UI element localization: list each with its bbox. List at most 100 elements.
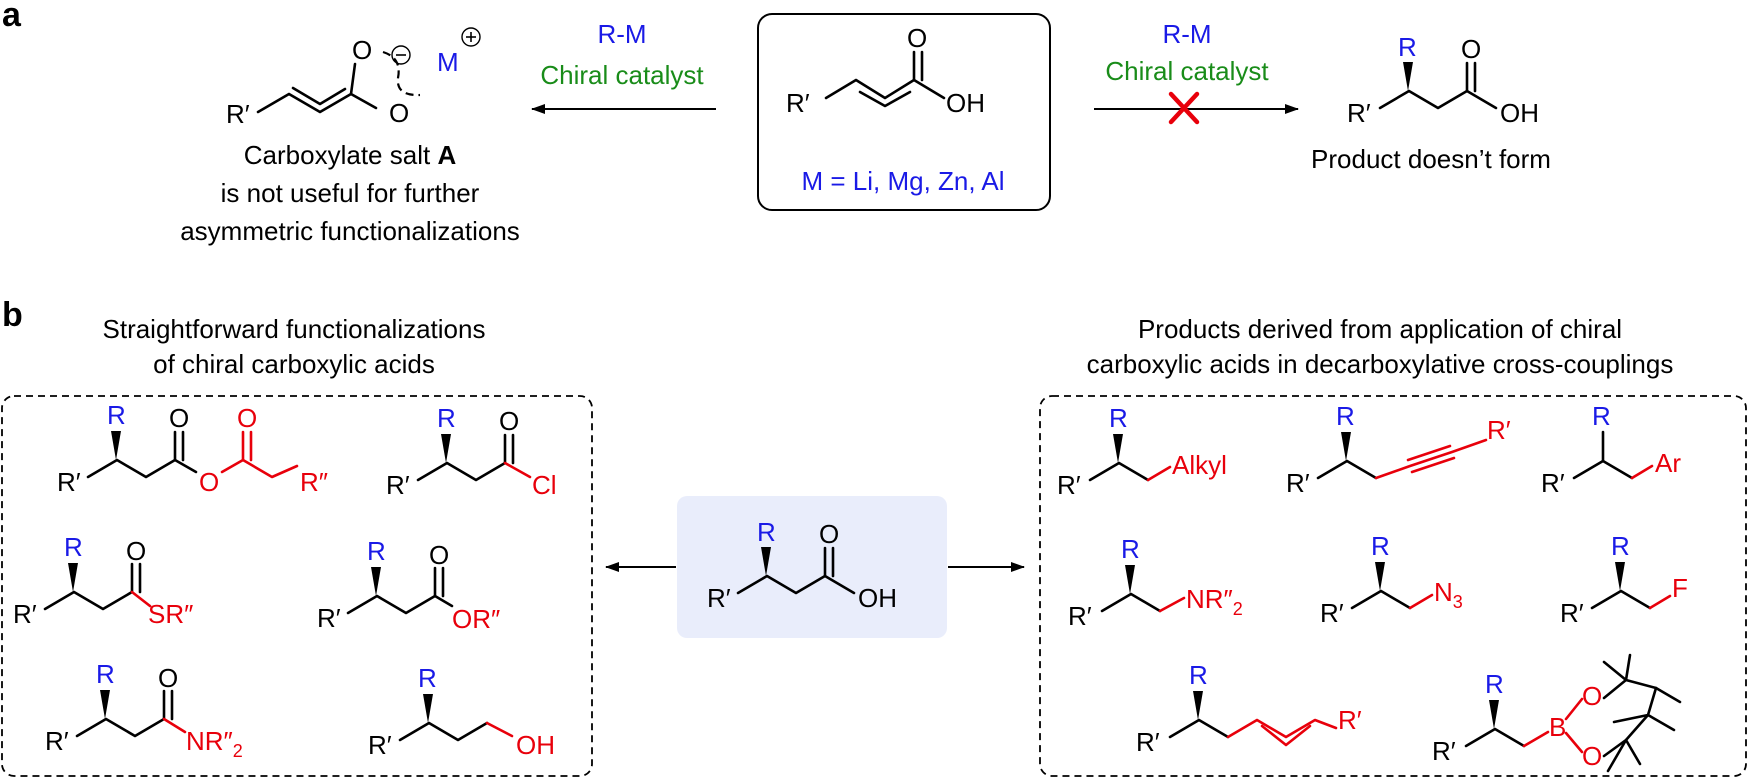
amine-r-prime: R′ [1068, 601, 1092, 631]
fluoride-f: F [1672, 573, 1688, 603]
anhydride-o1: O [169, 403, 189, 433]
thioester-sr: SR″ [148, 599, 193, 629]
acid-o: O [819, 519, 839, 549]
alcohol-structure: R R′ OH [368, 663, 555, 760]
right-heading-line2: carboxylic acids in decarboxylative cros… [1087, 349, 1674, 379]
amine-nr2: NR″2 [1186, 584, 1243, 619]
right-dashed-box [1039, 395, 1747, 777]
azide-product-structure: R R′ N3 [1320, 531, 1463, 628]
ester-o: O [429, 540, 449, 570]
aryl-ar: Ar [1655, 448, 1681, 478]
fluoride-product-structure: R R′ F [1560, 531, 1688, 628]
left-heading-line1: Straightforward functionalizations [103, 314, 486, 344]
boronate-b: B [1549, 712, 1566, 742]
aryl-r: R [1592, 401, 1611, 431]
aryl-product-structure: R R′ Ar [1541, 401, 1681, 498]
fluoride-r-prime: R′ [1560, 598, 1584, 628]
product-caption: Product doesn’t form [1311, 144, 1551, 174]
azide-n3: N3 [1434, 577, 1463, 612]
alcohol-r: R [418, 663, 437, 693]
thioester-r-prime: R′ [13, 599, 37, 629]
alkyne-r-prime-end: R′ [1487, 415, 1511, 445]
anhydride-r: R [107, 400, 126, 430]
atom-o: O [907, 23, 927, 53]
anhydride-o2: O [199, 467, 219, 497]
acid-chloride-structure: R R′ O Cl [386, 403, 557, 500]
boronate-r: R [1485, 669, 1504, 699]
alkene-r-prime: R′ [1136, 727, 1160, 757]
cinnamic-acid-structure: R′ O OH [786, 23, 985, 118]
anhydride-r-dprime: R″ [300, 467, 328, 497]
acid-r-prime: R′ [707, 583, 731, 613]
panel-label-b: b [2, 296, 23, 334]
reactant-box [757, 13, 1051, 211]
boronate-o2: O [1582, 741, 1602, 771]
chiral-acid-structure: R R′ O OH [707, 517, 897, 613]
thioester-r: R [64, 532, 83, 562]
right-heading-line1: Products derived from application of chi… [1138, 314, 1622, 344]
salt-metal: M [437, 47, 459, 77]
left-dashed-box [1, 395, 593, 777]
carboxylate-salt-structure: R′ O O M [226, 27, 481, 129]
salt-caption-line2: is not useful for further [221, 178, 480, 208]
aryl-r-prime: R′ [1541, 468, 1565, 498]
amide-structure: R R′ O NR″2 [45, 659, 243, 761]
alkyne-r-prime: R′ [1286, 468, 1310, 498]
ester-or: OR″ [452, 604, 500, 634]
alkyne-r: R [1336, 401, 1355, 431]
chloride-o: O [499, 406, 519, 436]
alkene-r: R [1189, 660, 1208, 690]
chloride-r-prime: R′ [386, 470, 410, 500]
product-r-prime: R′ [1347, 98, 1371, 128]
amine-product-structure: R R′ NR″2 [1068, 534, 1243, 631]
ester-r-prime: R′ [317, 603, 341, 633]
salt-caption-line3: asymmetric functionalizations [180, 216, 520, 246]
chloride-r: R [437, 403, 456, 433]
anhydride-structure: R R′ O O O R″ [57, 400, 328, 497]
azide-r: R [1371, 531, 1390, 561]
chloride-cl: Cl [532, 470, 557, 500]
boronate-r-prime: R′ [1432, 736, 1456, 766]
positive-charge-icon [461, 27, 481, 47]
amide-r: R [96, 659, 115, 689]
thioester-o: O [126, 536, 146, 566]
atom-oh: OH [946, 88, 985, 118]
left-heading-line2: of chiral carboxylic acids [153, 349, 435, 379]
salt-caption-line1: Carboxylate salt A [244, 140, 457, 170]
alkyne-product-structure: R R′ R′ [1286, 401, 1511, 498]
metal-list: M = Li, Mg, Zn, Al [801, 166, 1004, 196]
alkyl-group: Alkyl [1172, 450, 1227, 480]
atom-r-prime: R′ [786, 88, 810, 118]
amide-nr2: NR″2 [186, 726, 243, 761]
left-reagent: R-M [597, 19, 646, 49]
right-reagent: R-M [1162, 19, 1211, 49]
azide-r-prime: R′ [1320, 598, 1344, 628]
salt-o-bottom: O [389, 98, 409, 128]
amine-r: R [1121, 534, 1140, 564]
right-catalyst: Chiral catalyst [1105, 56, 1269, 86]
salt-r-prime: R′ [226, 99, 250, 129]
alkyl-r-prime: R′ [1057, 470, 1081, 500]
product-oh: OH [1500, 98, 1539, 128]
target-product-structure: R R′ O OH [1347, 32, 1539, 128]
panel-label-a: a [2, 0, 22, 34]
alcohol-r-prime: R′ [368, 730, 392, 760]
alkyl-product-structure: R R′ Alkyl [1057, 403, 1227, 500]
chiral-acid-highlight [677, 496, 947, 638]
ester-structure: R R′ O OR″ [317, 536, 500, 634]
negative-charge-icon [391, 45, 411, 65]
amide-o: O [158, 663, 178, 693]
alkyl-r: R [1109, 403, 1128, 433]
amide-r-prime: R′ [45, 726, 69, 756]
thioester-structure: R R′ O SR″ [13, 532, 193, 629]
boronate-o1: O [1582, 681, 1602, 711]
alkene-r-prime-end: R′ [1338, 705, 1362, 735]
left-catalyst: Chiral catalyst [540, 60, 704, 90]
fluoride-r: R [1611, 531, 1630, 561]
boronate-product-structure: R R′ B O O [1432, 653, 1682, 773]
blocked-cross-icon [1168, 91, 1200, 125]
alcohol-oh: OH [516, 730, 555, 760]
anhydride-r-prime: R′ [57, 467, 81, 497]
product-r: R [1398, 32, 1417, 62]
